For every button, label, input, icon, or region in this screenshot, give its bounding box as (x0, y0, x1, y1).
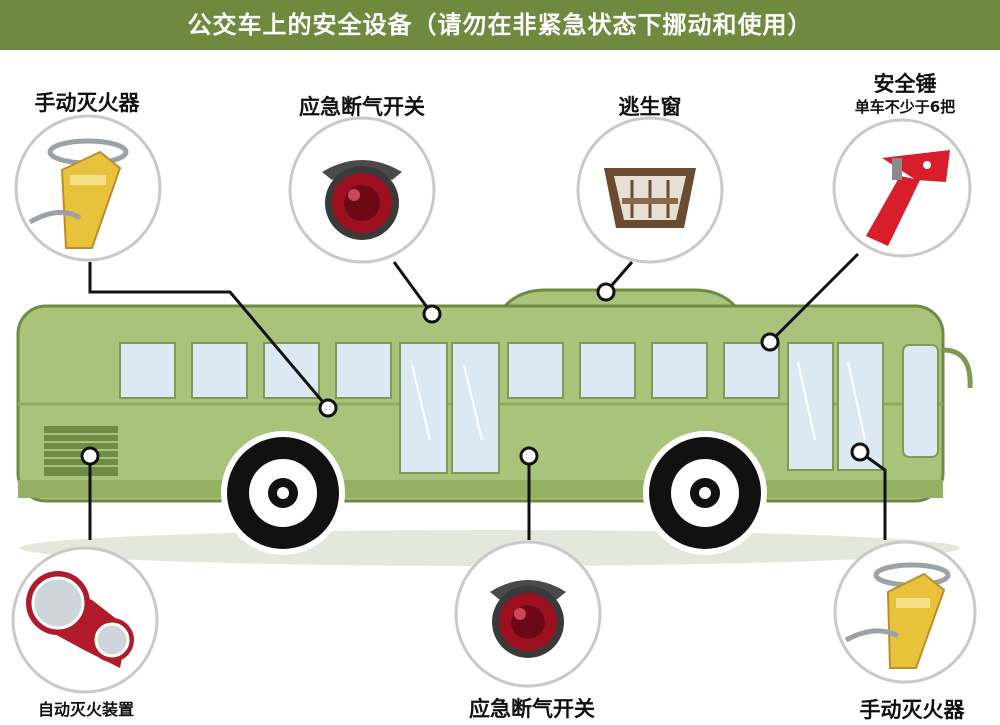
window (651, 342, 708, 399)
front-door (787, 342, 884, 471)
anchor-dot (850, 442, 870, 462)
leader-hammer (768, 252, 860, 344)
anchor-dots (80, 282, 870, 466)
label-hammer: 安全锤 (873, 72, 937, 96)
anchor-dot (760, 332, 780, 352)
emergency-switch-icon (490, 580, 566, 658)
window (335, 342, 392, 399)
label-shutoff-top: 应急断气开关 (299, 95, 425, 119)
anchor-dot (80, 446, 100, 466)
bus-skirt (18, 480, 943, 498)
label-shutoff-bottom: 应急断气开关 (469, 697, 595, 721)
title-banner: 公交车上的安全设备（请勿在非紧急状态下挪动和使用） (0, 0, 1000, 50)
window (263, 342, 320, 399)
callout-extinguisher-bottom (833, 540, 977, 684)
leader-extinguisher-top (88, 262, 330, 409)
callout-hammer (832, 118, 972, 258)
leader-lines (88, 252, 887, 540)
callout-escape-window (576, 116, 724, 264)
callout-extinguisher-top (14, 114, 162, 262)
label-extinguisher-top: 手动灭火器 (34, 91, 140, 115)
label-escape-window: 逃生窗 (618, 95, 682, 119)
window (191, 342, 248, 399)
anchor-dot (318, 398, 338, 418)
fire-extinguisher-icon (28, 138, 129, 249)
window (723, 342, 780, 399)
front-wheel (643, 431, 767, 555)
window (119, 342, 176, 399)
escape-hatch-icon (604, 168, 696, 228)
fire-extinguisher-icon (844, 562, 951, 669)
label-auto-extinguisher: 自动灭火装置 (37, 700, 134, 719)
emergency-switch-icon (322, 160, 402, 240)
side-mirror (942, 347, 973, 389)
anchor-dot (519, 446, 539, 466)
windshield (902, 344, 939, 458)
bus-diagram (11, 114, 977, 694)
callout-auto-extinguisher (11, 546, 159, 694)
window (507, 342, 564, 399)
label-hammer-note: 单车不少于6把 (854, 98, 956, 116)
callout-shutoff-top (288, 116, 436, 264)
anchor-dot (422, 304, 442, 324)
page-title: 公交车上的安全设备（请勿在非紧急状态下挪动和使用） (187, 11, 813, 39)
auto-extinguisher-icon (26, 571, 134, 668)
engine-grille (44, 426, 118, 476)
anchor-dot (596, 282, 616, 302)
label-extinguisher-bottom: 手动灭火器 (859, 698, 965, 722)
leader-extinguisher-bottom (859, 450, 887, 540)
safety-hammer-icon (866, 150, 950, 246)
callout-shutoff-bottom (454, 540, 602, 688)
rear-wheel (221, 431, 345, 555)
middle-door (399, 342, 500, 474)
window (579, 342, 636, 399)
window-row (119, 342, 780, 399)
roof-hatch (501, 288, 739, 308)
leader-shutoff-top (392, 261, 434, 315)
